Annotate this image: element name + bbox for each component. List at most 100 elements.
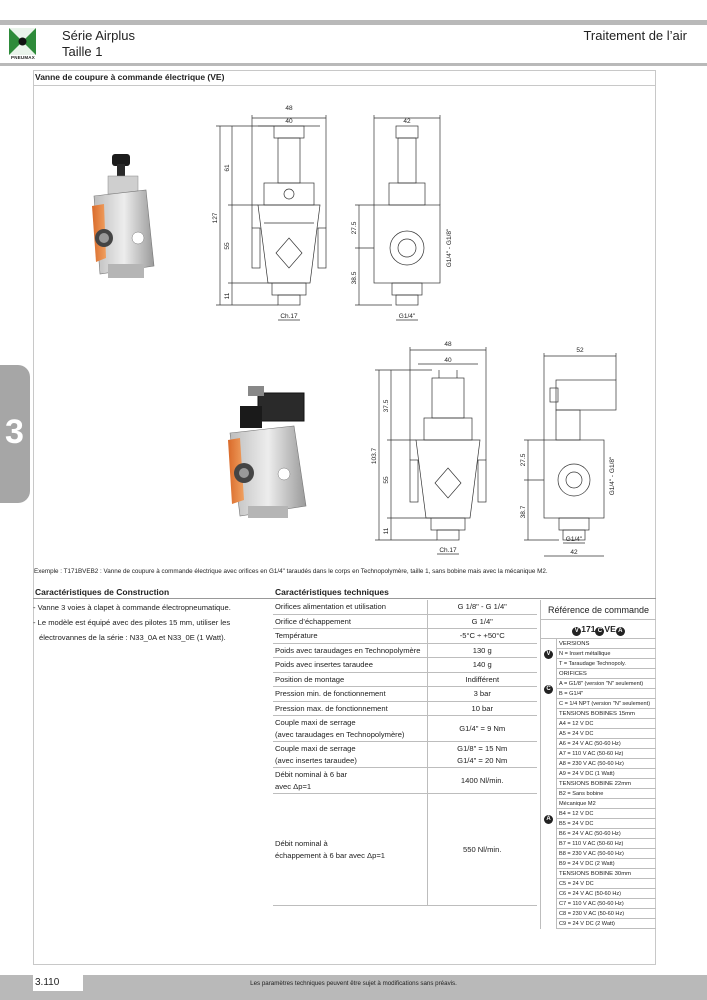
tech-value: Indifférent bbox=[426, 672, 537, 687]
tech-row: Orifices alimentation et utilisation G 1/… bbox=[273, 600, 537, 615]
order-code-v: V bbox=[572, 627, 582, 636]
dim-top-side-a: 27.5 bbox=[351, 221, 358, 234]
order-group-letter: V bbox=[541, 639, 557, 669]
drawing-bottom-side bbox=[524, 353, 617, 557]
tech-value: G1/4" = 9 Nm bbox=[426, 715, 537, 742]
tech-label-line: (avec insertes taraudee) bbox=[275, 755, 357, 765]
tech-row: Couple maxi de serrage (avec insertes tar… bbox=[273, 741, 537, 768]
tech-label: Couple maxi de serrage(avec taraudages e… bbox=[273, 715, 427, 742]
tech-row: Pression min. de fonctionnement 3 bar bbox=[273, 686, 537, 702]
tech-value: 1400 Nl/min. bbox=[426, 767, 537, 794]
order-option: C = 1/4 NPT (version "N" seulement) bbox=[557, 699, 656, 709]
page-number: 3.110 bbox=[33, 975, 83, 991]
dim-bottom-front-wrench: Ch.17 bbox=[439, 547, 457, 554]
order-option: B9 = 24 V DC (2 Watt) bbox=[557, 859, 656, 869]
order-code-c: C bbox=[595, 627, 605, 636]
tech-label: Température bbox=[273, 628, 427, 644]
tech-value-line: G1/8" = 15 Nm bbox=[457, 744, 508, 753]
section-title: Vanne de coupure à commande électrique (… bbox=[33, 72, 656, 86]
order-option: T = Taraudage Technopoly. bbox=[557, 659, 656, 669]
order-option: B6 = 24 V AC (50-60 Hz) bbox=[557, 829, 656, 839]
tech-value: G 1/4" bbox=[426, 614, 537, 629]
order-code-mid: VE bbox=[604, 624, 616, 634]
tech-label-line: (avec taraudages en Technopolymère) bbox=[275, 729, 405, 739]
order-letter-badge: C bbox=[544, 684, 553, 694]
order-option: B7 = 110 V AC (50-60 Hz) bbox=[557, 839, 656, 849]
tech-label-line: Débit nominal à bbox=[275, 839, 328, 848]
dim-bottom-front-height: 103.7 bbox=[371, 447, 378, 464]
order-option: B5 = 24 V DC bbox=[557, 819, 656, 829]
footer-note: Les paramètres techniques peuvent être s… bbox=[250, 980, 457, 987]
brand-logo-icon bbox=[9, 28, 36, 55]
technical-drawings: 48 40 127 61 55 11 Ch.17 42 27.5 38.5 G1… bbox=[92, 105, 617, 557]
order-code-num: 171 bbox=[581, 624, 596, 634]
construction-title: Caractéristiques de Construction bbox=[35, 587, 170, 597]
tech-label: Orifices alimentation et utilisation bbox=[273, 600, 427, 615]
construction-line: - Le modèle est équipé avec des pilotes … bbox=[33, 618, 231, 628]
dim-top-front-height: 127 bbox=[212, 212, 219, 223]
order-option: C6 = 24 V AC (50-60 Hz) bbox=[557, 889, 656, 899]
order-group-heading: VERSIONS bbox=[557, 639, 656, 649]
tech-label: Couple maxi de serrage (avec insertes tar… bbox=[273, 741, 427, 768]
dim-bottom-side-ports: G1/4" - G1/8" bbox=[609, 456, 616, 495]
series-title: Série Airplus bbox=[62, 28, 135, 43]
order-option: C7 = 110 V AC (50-60 Hz) bbox=[557, 899, 656, 909]
header-divider bbox=[0, 63, 707, 66]
tech-label-line: Débit nominal à 6 bar bbox=[275, 770, 348, 779]
tech-value-line: 3 bar bbox=[473, 689, 491, 698]
category-title: Traitement de l’air bbox=[583, 28, 687, 43]
tech-value: 3 bar bbox=[426, 686, 537, 702]
tech-value-line: Indifférent bbox=[465, 674, 500, 684]
tech-label: Position de montage bbox=[273, 672, 427, 687]
construction-line: électrovannes de la série : N33_0A et N3… bbox=[39, 633, 226, 643]
lower-divider bbox=[33, 598, 656, 599]
tech-value-line: 140 g bbox=[472, 660, 492, 669]
order-group-heading: TENSIONS BOBINE 30mm bbox=[557, 869, 656, 879]
construction-list: - Vanne 3 voies à clapet à commande élec… bbox=[33, 600, 269, 646]
chapter-tab[interactable]: 3 bbox=[0, 365, 30, 503]
dim-bottom-front-base: 11 bbox=[383, 527, 390, 534]
order-option: A4 = 12 V DC bbox=[557, 719, 656, 729]
order-option: C8 = 230 V AC (50-60 Hz) bbox=[557, 909, 656, 919]
dim-bottom-front-width: 48 bbox=[444, 341, 452, 348]
dim-top-front-inner: 40 bbox=[285, 118, 293, 125]
dim-bottom-side-width-top: 52 bbox=[576, 347, 584, 354]
tech-label-line: Orifices alimentation et utilisation bbox=[275, 602, 387, 611]
drawing-top-side bbox=[355, 115, 441, 321]
drawing-top-front bbox=[216, 115, 327, 321]
order-option: Mécanique M2 bbox=[557, 799, 656, 809]
brand-logo-text: PNEUMAX bbox=[11, 55, 35, 60]
order-letter-badge: A bbox=[544, 814, 553, 824]
tech-label-line: Pression max. de fonctionnement bbox=[275, 703, 388, 713]
tech-label-line: échappement à 6 bar avec Δp=1 bbox=[275, 850, 385, 860]
order-group-letter: A bbox=[541, 709, 557, 929]
tech-value: 140 g bbox=[426, 657, 537, 673]
dim-bottom-front-mid: 55 bbox=[383, 476, 390, 484]
construction-line: - Vanne 3 voies à clapet à commande élec… bbox=[33, 603, 231, 612]
tech-label-line: Poids avec insertes taraudee bbox=[275, 660, 373, 669]
order-group-letter: C bbox=[541, 669, 557, 709]
tech-label: Débit nominal à échappement à 6 bar avec … bbox=[273, 793, 427, 906]
dim-bottom-front-top: 37.5 bbox=[383, 399, 390, 412]
order-group-heading: ORIFICES bbox=[557, 669, 656, 679]
chapter-number: 3 bbox=[5, 413, 24, 451]
tech-value-line: 1400 Nl/min. bbox=[460, 775, 504, 785]
product-photo-solenoid bbox=[228, 386, 307, 518]
tech-label-line: Pression min. de fonctionnement bbox=[275, 689, 386, 698]
order-group-heading: TENSIONS BOBINE 22mm bbox=[557, 779, 656, 789]
tech-label-line: Couple maxi de serrage bbox=[275, 744, 356, 753]
dim-top-front-top: 61 bbox=[224, 164, 231, 172]
dim-top-side-b: 38.5 bbox=[351, 271, 358, 284]
tech-value: G 1/8" - G 1/4" bbox=[426, 600, 537, 615]
order-option: B8 = 230 V AC (50-60 Hz) bbox=[557, 849, 656, 859]
technical-title: Caractéristiques techniques bbox=[275, 587, 389, 597]
order-title: Référence de commande bbox=[541, 600, 656, 620]
